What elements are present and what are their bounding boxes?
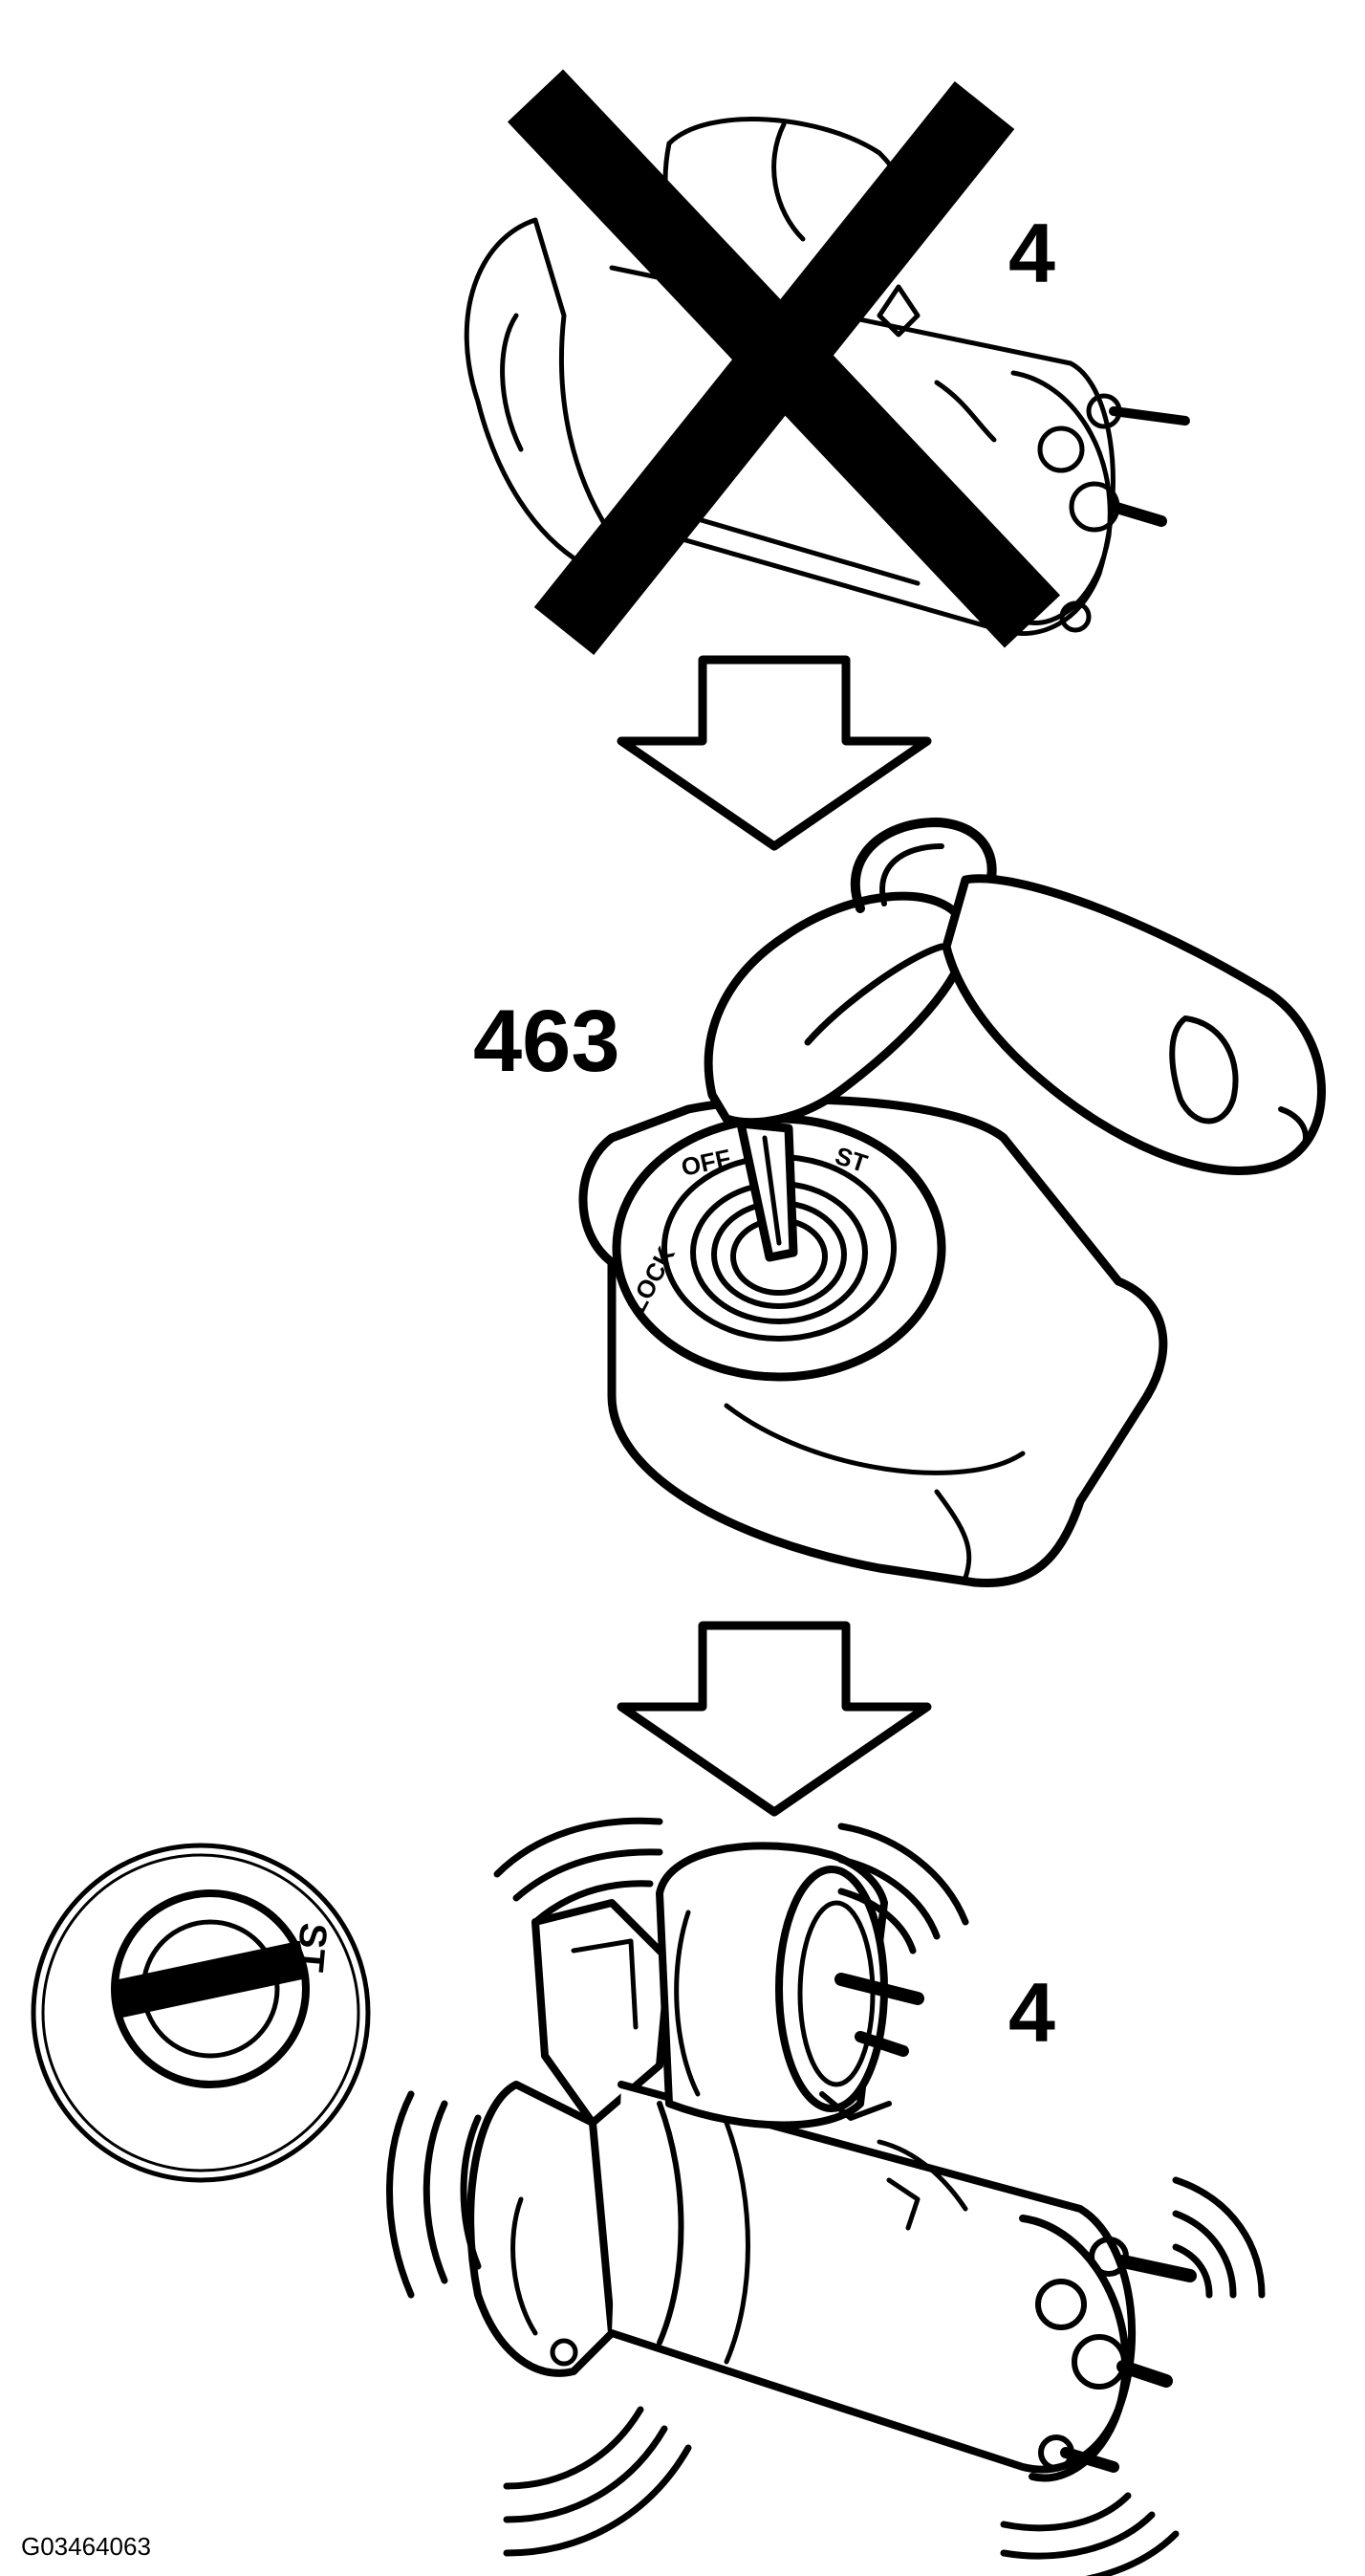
vibration-icon xyxy=(386,1817,1266,2576)
starter-top-clip xyxy=(877,284,921,338)
arrow-down-icon-2 xyxy=(617,1621,932,1817)
starter-top-stud-1 xyxy=(1109,406,1190,426)
figure-code: G03464063 xyxy=(21,2532,151,2561)
st-dial-label: ST xyxy=(289,1921,335,1974)
starter-top-wire xyxy=(934,380,997,443)
st-position-dial xyxy=(31,1843,371,2183)
starter-top-terminal-2 xyxy=(1037,426,1085,473)
starter-motor-bottom xyxy=(466,1842,1197,2482)
key-tool-number: 463 xyxy=(473,993,620,1090)
starter-motor-top xyxy=(464,117,1190,636)
starter-top-bracket-edge xyxy=(500,313,524,452)
starter-top-stud-2 xyxy=(1108,501,1167,527)
starter-top-body-line xyxy=(685,513,921,586)
ignition-key xyxy=(704,818,1326,1262)
starter-top-solenoid-band xyxy=(771,121,806,242)
top-component-number: 4 xyxy=(1008,206,1055,300)
cross-out-icon xyxy=(507,69,1061,655)
key-slot-indicator xyxy=(113,1940,308,2019)
starter-top-terminal-4 xyxy=(1059,600,1092,633)
bottom-component-number: 4 xyxy=(1008,1965,1055,2060)
starter-top-bracket xyxy=(464,217,615,567)
arrow-down-icon xyxy=(617,655,932,851)
